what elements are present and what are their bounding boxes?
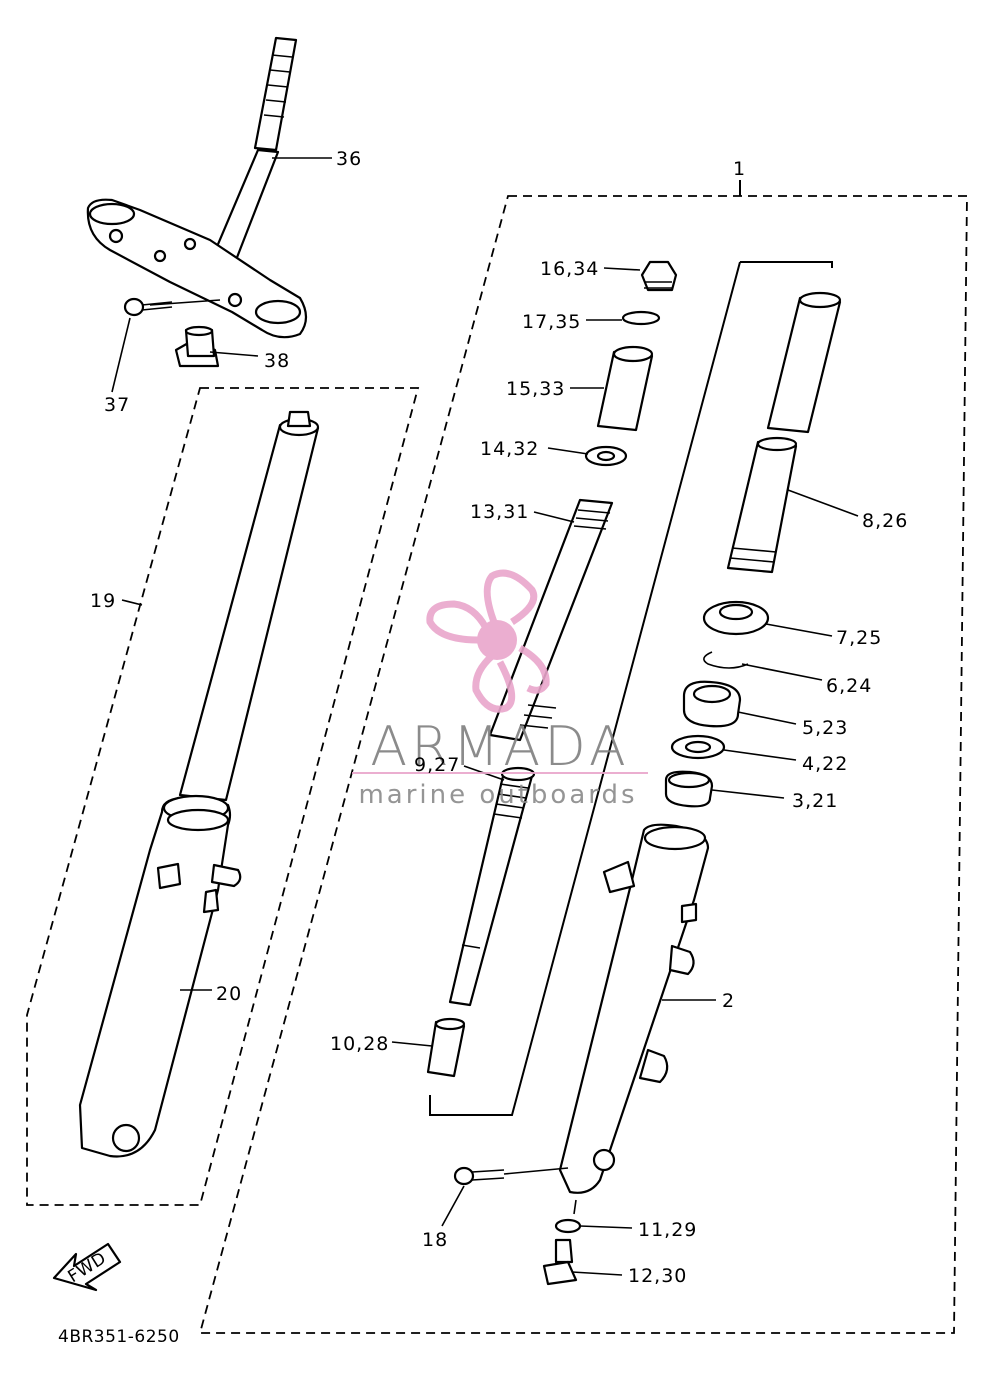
watermark-subtitle: marine outboards	[358, 780, 637, 810]
part-9-27	[448, 766, 536, 1007]
watermark: ARMADA marine outboards	[352, 569, 648, 810]
part-12-30	[542, 1238, 578, 1286]
part-18-bolt	[453, 1166, 505, 1186]
label-1: 1	[733, 158, 746, 180]
label-4-22: 4,22	[802, 753, 848, 775]
inner-tube-upper	[766, 291, 842, 434]
label-2: 2	[722, 990, 735, 1012]
label-5-23: 5,23	[802, 717, 848, 739]
label-16-34: 16,34	[540, 258, 599, 280]
label-9-27: 9,27	[414, 754, 460, 776]
label-13-31: 13,31	[470, 501, 529, 523]
label-7-25: 7,25	[836, 627, 882, 649]
group-1-inner-bracket-left	[429, 261, 741, 1116]
label-36: 36	[336, 148, 362, 170]
label-11-29: 11,29	[638, 1219, 697, 1241]
label-10-28: 10,28	[330, 1033, 389, 1055]
label-6-24: 6,24	[826, 675, 872, 697]
label-14-32: 14,32	[480, 438, 539, 460]
fwd-arrow-icon: FWD	[52, 1242, 122, 1292]
propeller-hub-icon	[477, 620, 517, 660]
label-3-21: 3,21	[792, 790, 838, 812]
group-1-outline	[198, 195, 968, 1334]
part-3-21	[664, 770, 714, 808]
part-5-23	[682, 680, 742, 728]
cap-38	[174, 325, 220, 368]
part-10-28	[426, 1017, 466, 1078]
label-17-35: 17,35	[522, 311, 581, 333]
part-16-34	[640, 260, 678, 292]
part-14-32	[584, 445, 628, 467]
part-4-22	[670, 734, 726, 760]
label-20: 20	[216, 983, 242, 1005]
leader-lines	[111, 157, 859, 1276]
label-8-26: 8,26	[862, 510, 908, 532]
steering-stem	[211, 36, 298, 262]
part-13-31	[488, 498, 614, 742]
group-19-outline	[26, 387, 420, 1206]
label-37: 37	[104, 394, 130, 416]
part-17-35	[621, 310, 661, 326]
diagram-code: 4BR351-6250	[58, 1327, 180, 1347]
propeller-logo-icon	[426, 569, 550, 713]
part-2-outer-tube	[558, 823, 710, 1194]
part-7-25	[702, 600, 770, 636]
group-1-inner-bracket	[740, 261, 833, 268]
label-15-33: 15,33	[506, 378, 565, 400]
part-11-29	[554, 1218, 582, 1234]
part-15-33	[596, 345, 654, 432]
label-12-30: 12,30	[628, 1265, 687, 1287]
part-6-24	[703, 651, 749, 669]
label-18: 18	[422, 1229, 448, 1251]
label-38: 38	[264, 350, 290, 372]
left-fork-assembly	[78, 410, 320, 1158]
part-labels: 1 2 3,21 4,22 5,23 6,24 7,25 8,26 9,27 1…	[90, 148, 908, 1287]
part-8-26	[726, 436, 798, 574]
bolt-37	[123, 297, 173, 317]
under-bracket	[86, 198, 308, 339]
label-19: 19	[90, 590, 116, 612]
watermark-title: ARMADA	[370, 715, 630, 778]
